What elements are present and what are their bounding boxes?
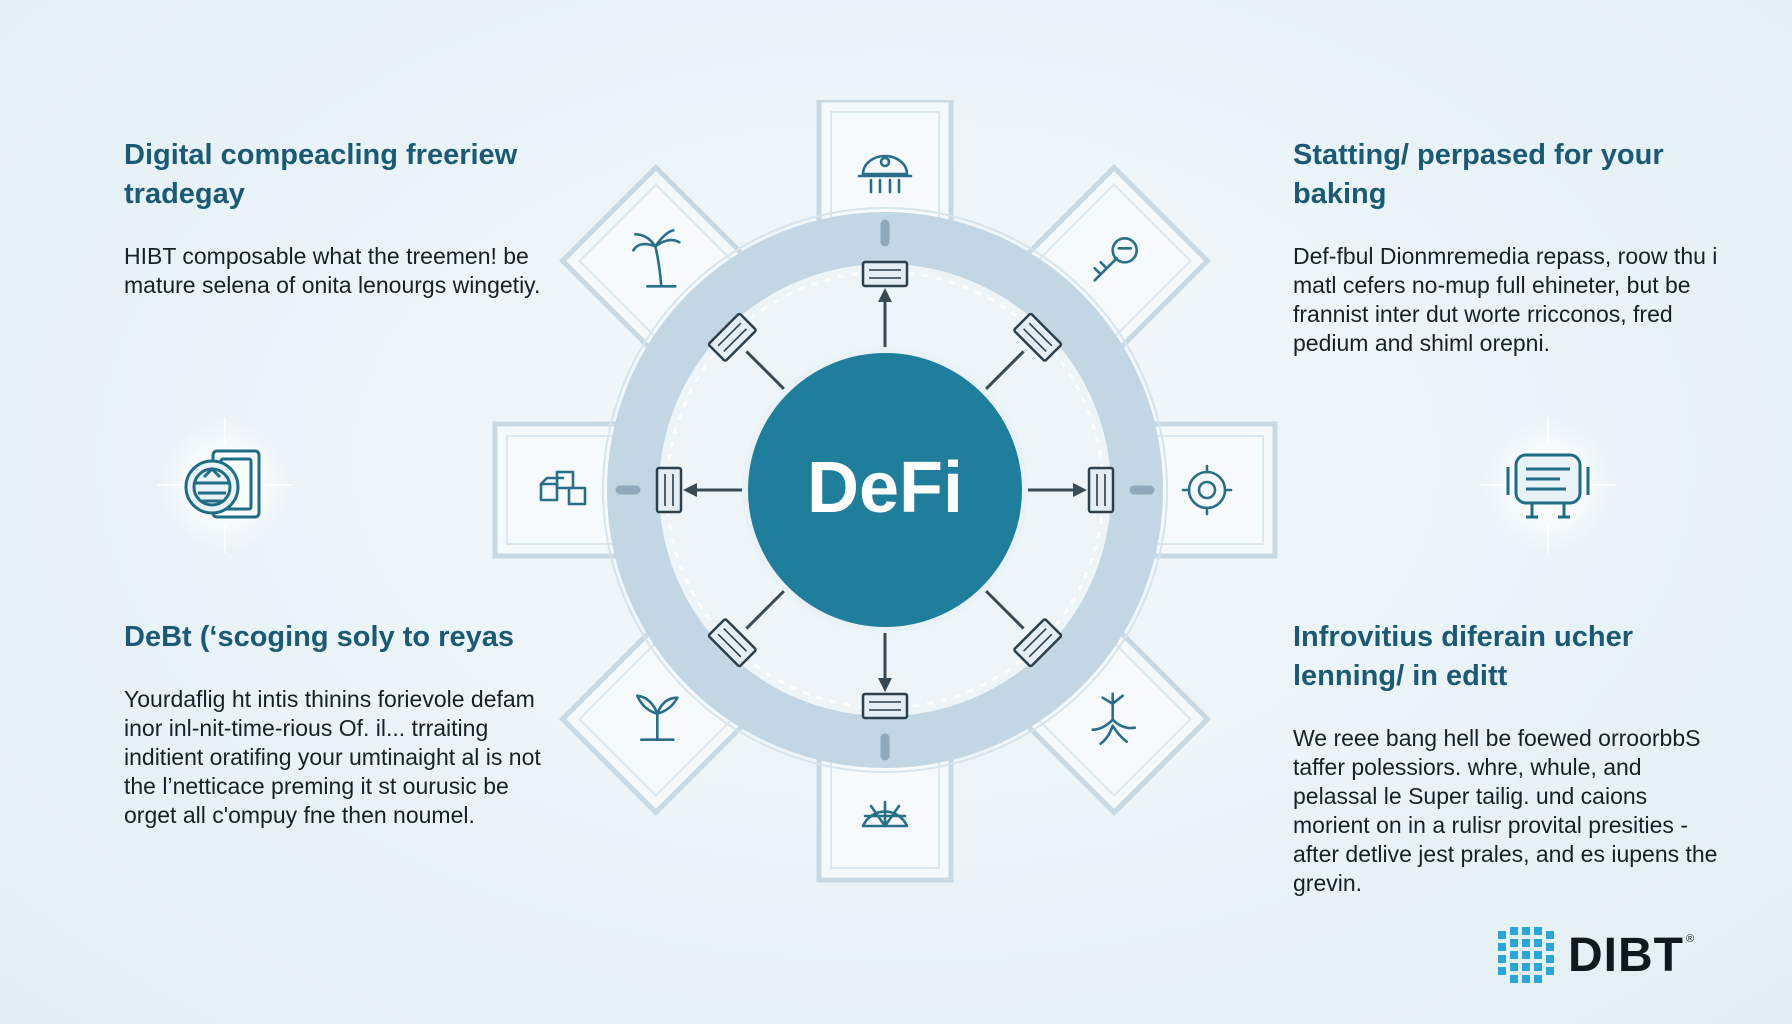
- dibt-logo-icon: [1498, 927, 1554, 983]
- defi-hub: [742, 347, 1028, 633]
- text-block-top-left: Digital compeacling freeriew tradegay HI…: [124, 136, 544, 300]
- tile-inner: [1152, 435, 1264, 545]
- arrowhead: [878, 678, 892, 692]
- outer-edge-ring: [602, 207, 1168, 773]
- wallet-shield-icon: [157, 417, 293, 553]
- ring-node: [1013, 618, 1063, 668]
- key-money-icon: [1093, 237, 1139, 282]
- connector-line: [982, 350, 1025, 393]
- arrowhead: [1073, 483, 1087, 497]
- brand-logo: DIBT ®: [1496, 925, 1694, 985]
- block-title: Infrovitius diferain ucher lenning/ in e…: [1293, 621, 1633, 692]
- block-title: DeBt (‘scoging soly to reyas: [124, 621, 514, 653]
- connector-line: [745, 587, 788, 630]
- ring-node: [1013, 312, 1063, 362]
- connector-line: [982, 587, 1025, 630]
- ring-node: [707, 618, 757, 668]
- plant-sprout-icon: [636, 694, 679, 742]
- block-title: Digital compeacling freeriew tradegay: [124, 139, 518, 210]
- ring-node: [861, 692, 909, 720]
- ring-node: [707, 312, 757, 362]
- block-title: Statting/ perpased for your baking: [1293, 139, 1664, 210]
- text-block-bottom-right: Infrovitius diferain ucher lenning/ in e…: [1293, 618, 1723, 898]
- blocks-cube-icon: [539, 470, 587, 506]
- server-device-icon: [1480, 417, 1616, 553]
- text-block-top-right: Statting/ perpased for your baking Def-f…: [1293, 136, 1723, 358]
- connector-line: [745, 350, 788, 393]
- block-body: We reee bang hell be foewed orroorbbS ta…: [1293, 725, 1718, 896]
- ring-node: [1087, 466, 1115, 514]
- text-block-bottom-left: DeBt (‘scoging soly to reyas Yourdaflig …: [124, 618, 544, 830]
- block-body: HIBT composable what the treemen! be mat…: [124, 243, 541, 298]
- tree-roots-icon: [1091, 692, 1137, 746]
- ring-node: [655, 466, 683, 514]
- block-body: Yourdaflig ht intis thinins forievole de…: [124, 686, 541, 828]
- tile-inner: [506, 435, 618, 545]
- registered-mark: ®: [1685, 933, 1695, 945]
- defi-hub-diagram: DeFi: [492, 100, 1278, 883]
- brand-name: DIBT: [1568, 928, 1684, 982]
- ring-node: [861, 260, 909, 288]
- hub-connectors: [655, 260, 1115, 720]
- arrowhead: [683, 483, 697, 497]
- block-body: Def-fbul Dionmremedia repass, roow thu i…: [1293, 243, 1718, 356]
- shell-spiral-icon: [861, 800, 909, 828]
- bank-dome-icon: [857, 154, 913, 194]
- palm-tree-icon: [632, 229, 681, 288]
- arrowhead: [878, 288, 892, 302]
- ring-ticks: [615, 219, 1155, 761]
- gear-coin-icon: [1181, 464, 1233, 516]
- hub-label: DeFi: [807, 448, 963, 528]
